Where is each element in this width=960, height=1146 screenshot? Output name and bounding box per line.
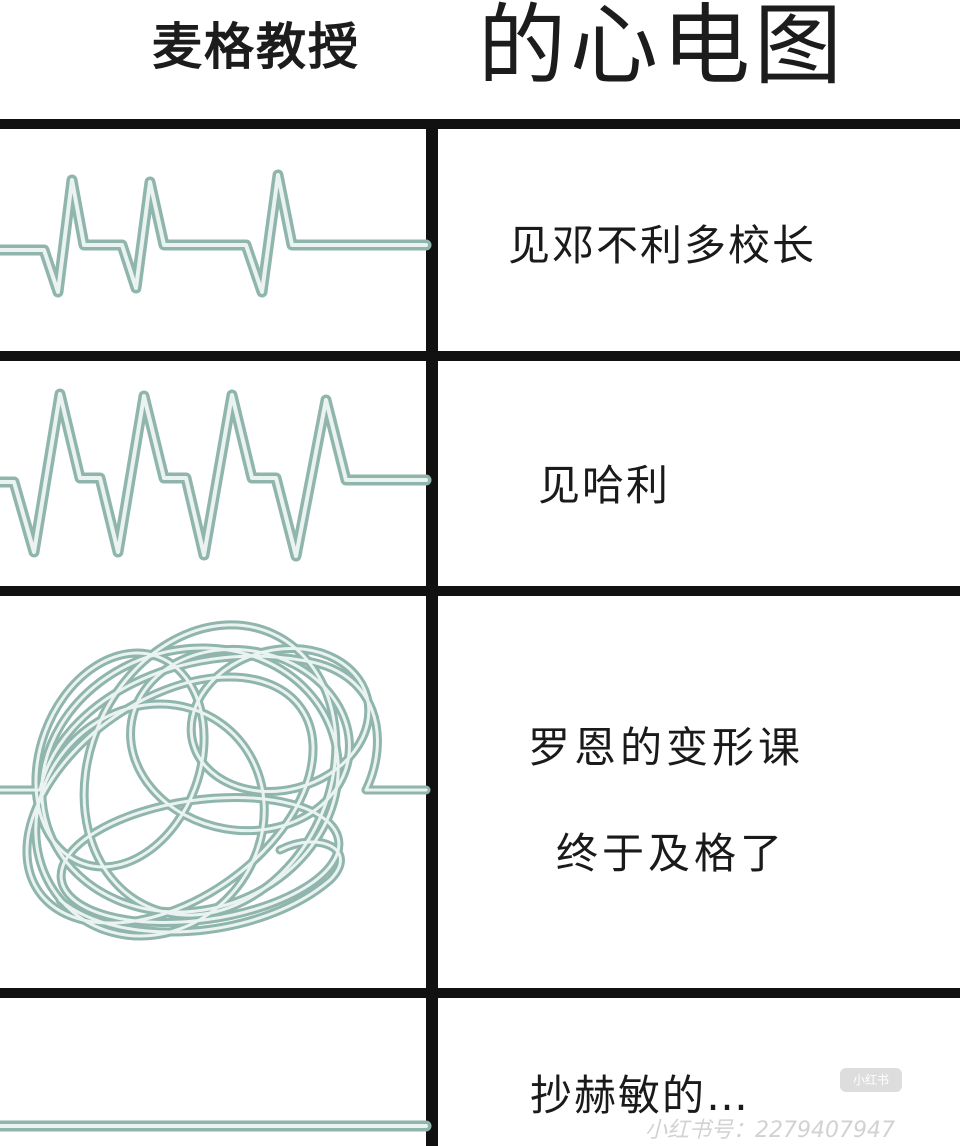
table-grid [0, 119, 960, 1146]
caption-row-2: 见哈利 [538, 461, 671, 510]
trace-fast-heartbeat [0, 388, 432, 562]
title-area: 麦格教授 的心电图 [0, 0, 960, 118]
caption-row-3-line-2: 终于及格了 [556, 829, 787, 878]
title-prefix: 麦格教授 [152, 18, 360, 76]
watermark-text: 小红书号：2279407947 [645, 1118, 895, 1143]
trace-tangled-scribble [0, 620, 431, 941]
caption-row-4: 抄赫敏的… [530, 1071, 751, 1120]
trace-regular-heartbeat [0, 169, 432, 298]
caption-row-1: 见邓不利多校长 [508, 221, 817, 270]
title-main: 的心电图 [478, 0, 847, 97]
watermark-badge: 小红书 [840, 1068, 902, 1092]
caption-row-3-line-1: 罗恩的变形课 [528, 723, 805, 772]
